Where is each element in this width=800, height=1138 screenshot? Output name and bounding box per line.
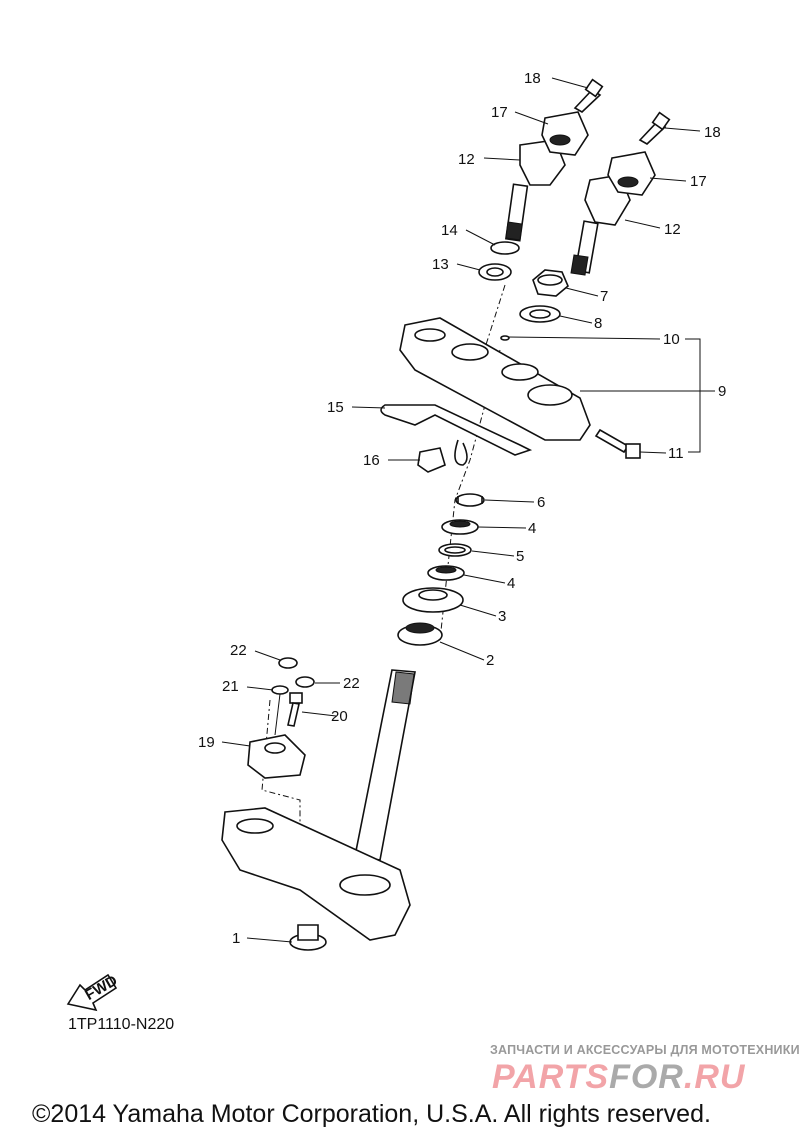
under-bracket [221,669,416,941]
callout-22: 22 [230,642,247,659]
callout-19: 19 [198,734,215,751]
washer-6 [455,493,485,507]
handlebar-holder-left [504,139,566,242]
washer-8 [519,305,561,323]
cap-22-left [278,657,298,669]
watermark-part: FOR [609,1058,684,1096]
fwd-arrow-icon: FWD [66,972,121,1012]
callout-12: 12 [664,221,681,238]
callout-6: 6 [537,494,545,511]
callout-18: 18 [704,124,721,141]
callout-9: 9 [718,383,726,400]
svg-text:FWD: FWD [82,972,120,1004]
callout-21: 21 [222,678,239,695]
callout-4: 4 [507,575,515,592]
callout-1: 1 [232,930,240,947]
clamp-19 [247,734,306,779]
washer-5 [438,543,472,557]
bolt-11 [594,428,641,459]
callout-12: 12 [458,151,475,168]
bolt-18-right [638,111,671,145]
ring-nut-4-upper [441,519,479,535]
callout-2: 2 [486,652,494,669]
leader-lines [221,77,715,943]
callout-17: 17 [690,173,707,190]
callout-8: 8 [594,315,602,332]
callout-3: 3 [498,608,506,625]
cap-1 [289,924,327,951]
o-ring-10 [500,335,510,341]
ring-nut-4-lower [427,565,465,581]
callout-14: 14 [441,222,458,239]
callout-11: 11 [668,445,684,462]
bearing-2 [397,622,443,646]
copyright: ©2014 Yamaha Motor Corporation, U.S.A. A… [32,1100,711,1128]
bolt-20 [287,692,303,727]
callout-15: 15 [327,399,344,416]
diagram-code: 1TP1110-N220 [68,1016,175,1033]
nut-16 [417,447,446,473]
callout-18: 18 [524,70,541,87]
callout-16: 16 [363,452,380,469]
upper-holder-left [541,111,589,156]
callout-22: 22 [343,675,360,692]
screw-21 [271,685,289,736]
callout-10: 10 [663,331,680,348]
callout-7: 7 [600,288,608,305]
callout-5: 5 [516,548,524,565]
callout-17: 17 [491,104,508,121]
watermark-part: PARTS [492,1058,610,1096]
watermark-part: .RU [683,1058,746,1096]
callout-4: 4 [528,520,536,537]
callout-20: 20 [331,708,348,725]
cap-22-right [295,676,315,688]
cover-3 [402,587,464,613]
washer-14 [490,241,520,255]
bolt-18-left [573,78,604,113]
upper-holder-right [607,151,656,196]
bushing-13 [478,263,512,281]
callout-13: 13 [432,256,449,273]
nut-7 [532,269,569,297]
watermark-logo: PARTSFOR.RU [492,1058,745,1097]
upper-bracket-9 [399,317,591,441]
watermark-tagline: ЗАПЧАСТИ И АКСЕССУАРЫ ДЛЯ МОТОТЕХНИКИ [490,1043,800,1057]
